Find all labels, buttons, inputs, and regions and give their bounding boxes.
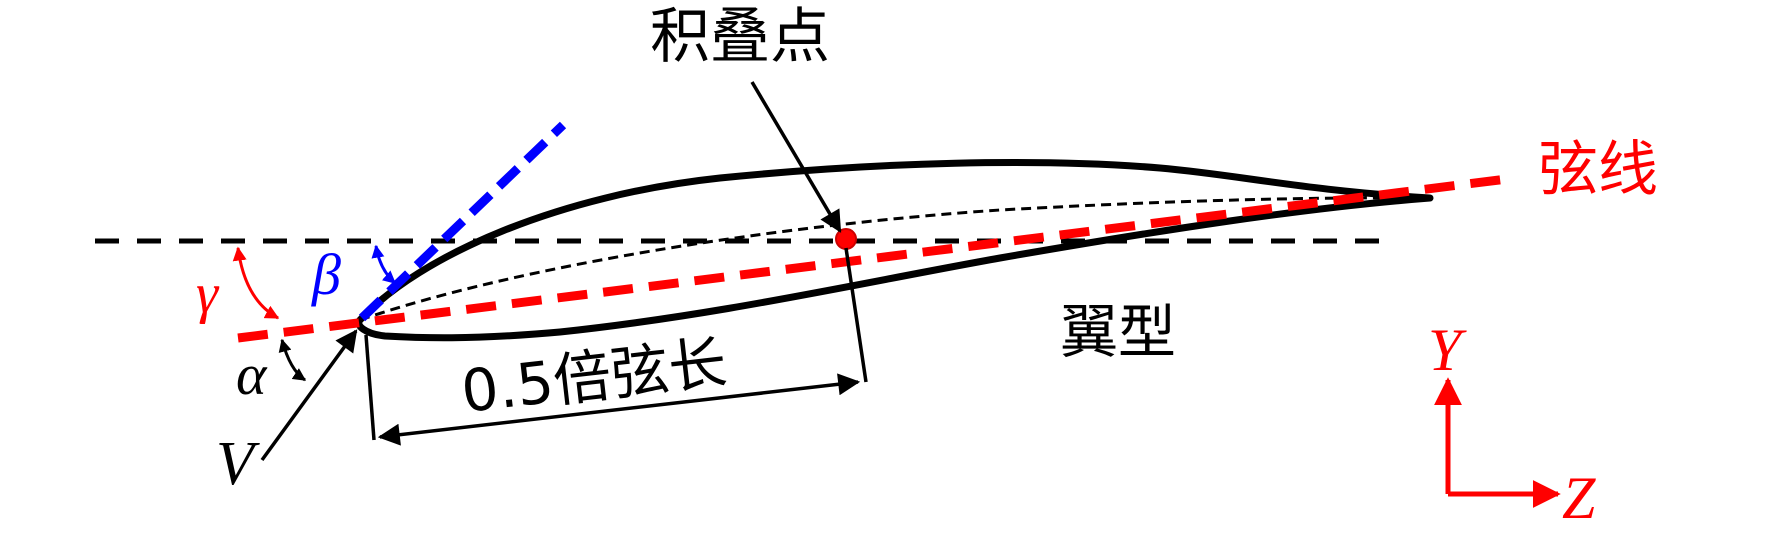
z-axis-label: Z xyxy=(1562,465,1596,531)
alpha-angle-arc xyxy=(278,338,307,382)
chord-line-label: 弦线 xyxy=(1538,135,1658,205)
airfoil-label: 翼型 xyxy=(1060,298,1176,366)
beta-reference-line xyxy=(358,121,567,322)
stacking-point-marker xyxy=(835,228,857,250)
half-chord-dimension-arrow xyxy=(377,373,861,446)
beta-label: β xyxy=(311,242,341,307)
beta-angle-arc xyxy=(371,244,397,285)
alpha-label: α xyxy=(236,342,268,407)
chord-line xyxy=(237,173,1516,343)
velocity-label: V xyxy=(216,430,260,498)
camber-line xyxy=(359,196,1431,322)
stacking-point-label: 积叠点 xyxy=(650,2,830,72)
y-axis-label: Y xyxy=(1428,317,1467,383)
gamma-label: γ xyxy=(196,263,220,325)
dimension-extension-right xyxy=(844,247,868,383)
gamma-angle-arc xyxy=(232,246,280,320)
stacking-point-pointer xyxy=(750,81,842,233)
dimension-extension-left xyxy=(364,334,376,441)
airfoil-outline xyxy=(355,159,1434,342)
half-chord-label: 0.5倍弦长 xyxy=(458,328,730,426)
velocity-vector xyxy=(260,329,358,462)
